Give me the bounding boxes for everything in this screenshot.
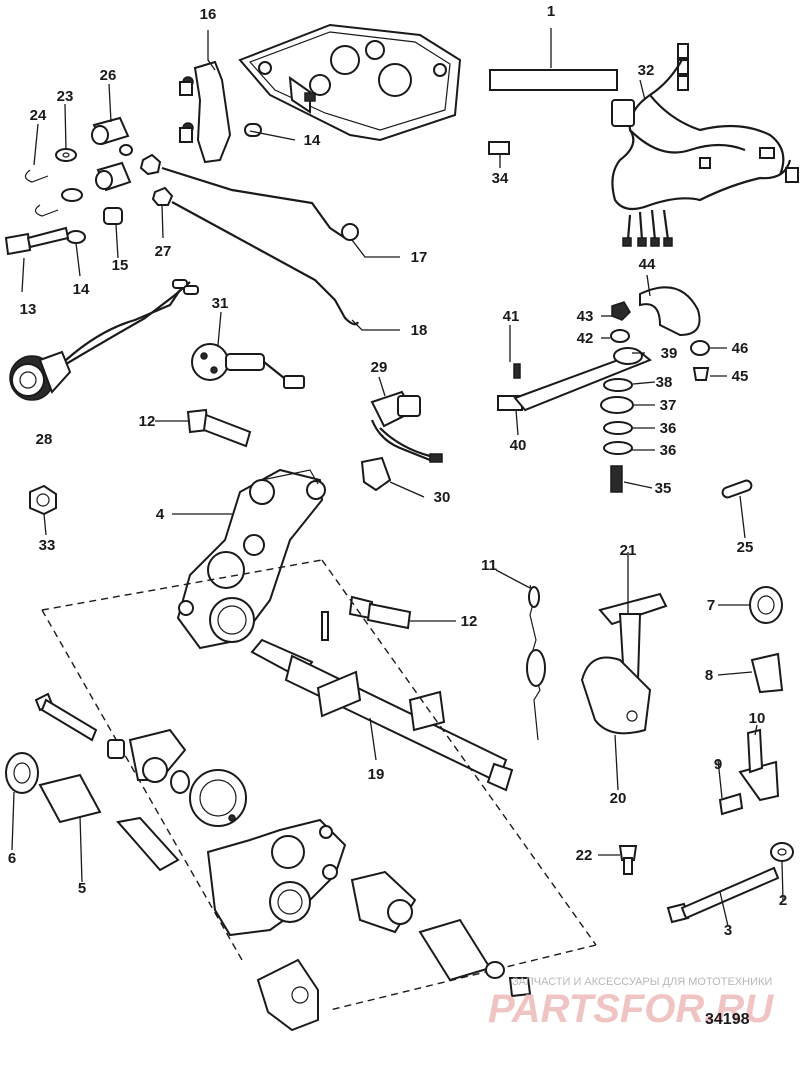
detail-parts xyxy=(5,692,532,1032)
callout-32: 32 xyxy=(638,62,655,79)
mounting-bracket xyxy=(176,468,326,650)
callout-12-upper: 12 xyxy=(139,413,156,430)
callout-38: 38 xyxy=(656,374,673,391)
callout-16: 16 xyxy=(200,6,217,23)
callout-25: 25 xyxy=(737,539,754,556)
callout-13: 13 xyxy=(20,301,37,318)
sensor-assembly xyxy=(191,343,305,389)
callout-29: 29 xyxy=(371,359,388,376)
detail-area xyxy=(41,559,597,1011)
callout-18: 18 xyxy=(411,322,428,339)
callout-labels: 1 2 3 4 5 6 7 8 9 10 11 12 12 13 14 14 1… xyxy=(8,3,787,939)
small-decal xyxy=(488,141,510,155)
callout-36-lower: 36 xyxy=(660,442,677,459)
callout-10: 10 xyxy=(749,710,766,727)
callout-30: 30 xyxy=(434,489,451,506)
drawing-number: 34198 xyxy=(705,1011,750,1028)
ignition-switch xyxy=(9,279,199,401)
callout-9: 9 xyxy=(714,756,722,773)
callout-39: 39 xyxy=(661,345,678,362)
callout-12-lower: 12 xyxy=(461,613,478,630)
callout-22: 22 xyxy=(576,847,593,864)
callout-17: 17 xyxy=(411,249,428,266)
callout-14-upper: 14 xyxy=(304,132,321,149)
callout-26: 26 xyxy=(100,67,117,84)
callout-33: 33 xyxy=(39,537,56,554)
callout-4: 4 xyxy=(156,506,165,523)
callout-27: 27 xyxy=(155,243,172,260)
key-switch xyxy=(360,390,443,492)
callout-8: 8 xyxy=(705,667,713,684)
bottom-right-hardware xyxy=(618,842,794,924)
callout-5: 5 xyxy=(78,880,86,897)
carburetor-plate xyxy=(238,23,462,142)
watermark-tagline: ЗАПЧАСТИ И АКСЕССУАРЫ ДЛЯ МОТОТЕХНИКИ xyxy=(512,976,772,988)
right-mechanism xyxy=(526,584,668,741)
callout-21: 21 xyxy=(620,542,637,559)
callout-45: 45 xyxy=(732,368,749,385)
callout-24: 24 xyxy=(30,107,47,124)
callout-7: 7 xyxy=(707,597,715,614)
callout-28: 28 xyxy=(36,431,53,448)
throttle-lever xyxy=(179,60,232,164)
callout-44: 44 xyxy=(639,256,656,273)
callout-37: 37 xyxy=(660,397,677,414)
watermark-brand: PARTSFOR.RU xyxy=(488,987,774,1031)
callout-46: 46 xyxy=(732,340,749,357)
callout-20: 20 xyxy=(610,790,627,807)
callout-40: 40 xyxy=(510,437,527,454)
wiring-harness xyxy=(611,43,799,247)
lever-assembly xyxy=(497,286,710,493)
callout-19: 19 xyxy=(368,766,385,783)
callout-3: 3 xyxy=(724,922,732,939)
callout-31: 31 xyxy=(212,295,229,312)
callout-11: 11 xyxy=(481,557,497,574)
callout-35: 35 xyxy=(655,480,672,497)
callout-43: 43 xyxy=(577,308,594,325)
leader-lines xyxy=(11,28,784,927)
callout-36-upper: 36 xyxy=(660,420,677,437)
callout-41: 41 xyxy=(503,308,520,325)
callout-14-lower: 14 xyxy=(73,281,90,298)
shift-shaft xyxy=(250,611,514,792)
callout-6: 6 xyxy=(8,850,16,867)
callout-2: 2 xyxy=(779,892,787,909)
callout-42: 42 xyxy=(577,330,594,347)
link-rods xyxy=(161,166,359,326)
callout-34: 34 xyxy=(492,170,509,187)
callout-23: 23 xyxy=(57,88,74,105)
callout-1: 1 xyxy=(547,3,555,20)
grommet-nut xyxy=(29,484,57,516)
bolts xyxy=(186,408,412,630)
small-hardware-right xyxy=(718,479,784,816)
callout-15: 15 xyxy=(112,257,129,274)
decal-strip xyxy=(489,69,618,91)
